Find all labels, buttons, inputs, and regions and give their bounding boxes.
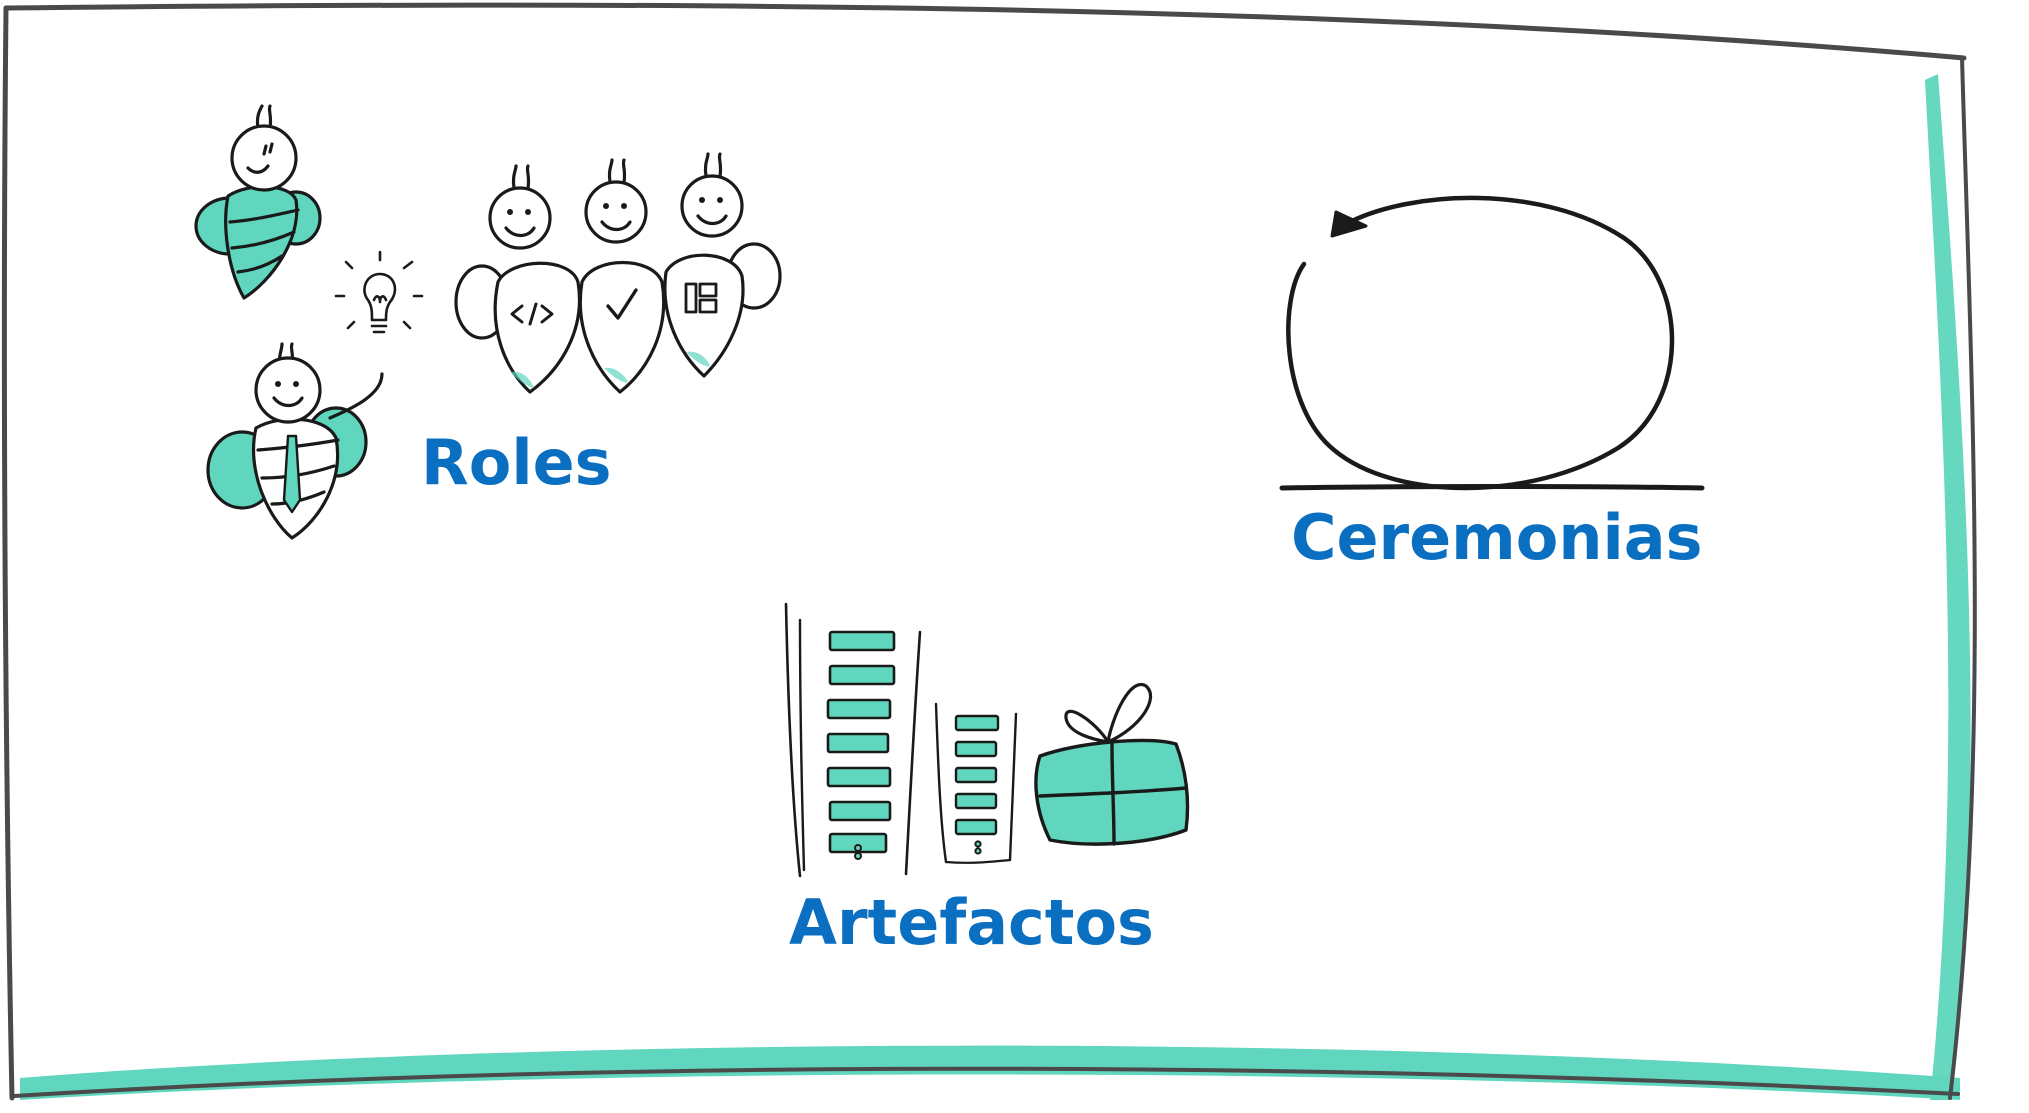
code-icon	[510, 302, 554, 326]
roles-label: Roles	[421, 426, 612, 499]
gift-increment-icon	[1034, 682, 1190, 846]
board-icon	[684, 282, 718, 314]
artefacts-illustration	[784, 602, 1190, 878]
bee-product-owner-icon	[194, 104, 322, 300]
ceremonias-label: Ceremonias	[1291, 501, 1703, 574]
check-icon	[606, 288, 638, 320]
cycle-arrow-icon	[1279, 195, 1705, 491]
bee-team-icon	[454, 152, 782, 394]
sprint-list-icon	[934, 702, 1018, 864]
roles-illustration	[194, 104, 782, 540]
backlog-list-icon	[784, 602, 922, 878]
lightbulb-icon	[334, 250, 424, 334]
bee-scrum-master-icon	[206, 342, 384, 540]
artefactos-label: Artefactos	[789, 886, 1154, 959]
frame-border	[1, 2, 1977, 1101]
